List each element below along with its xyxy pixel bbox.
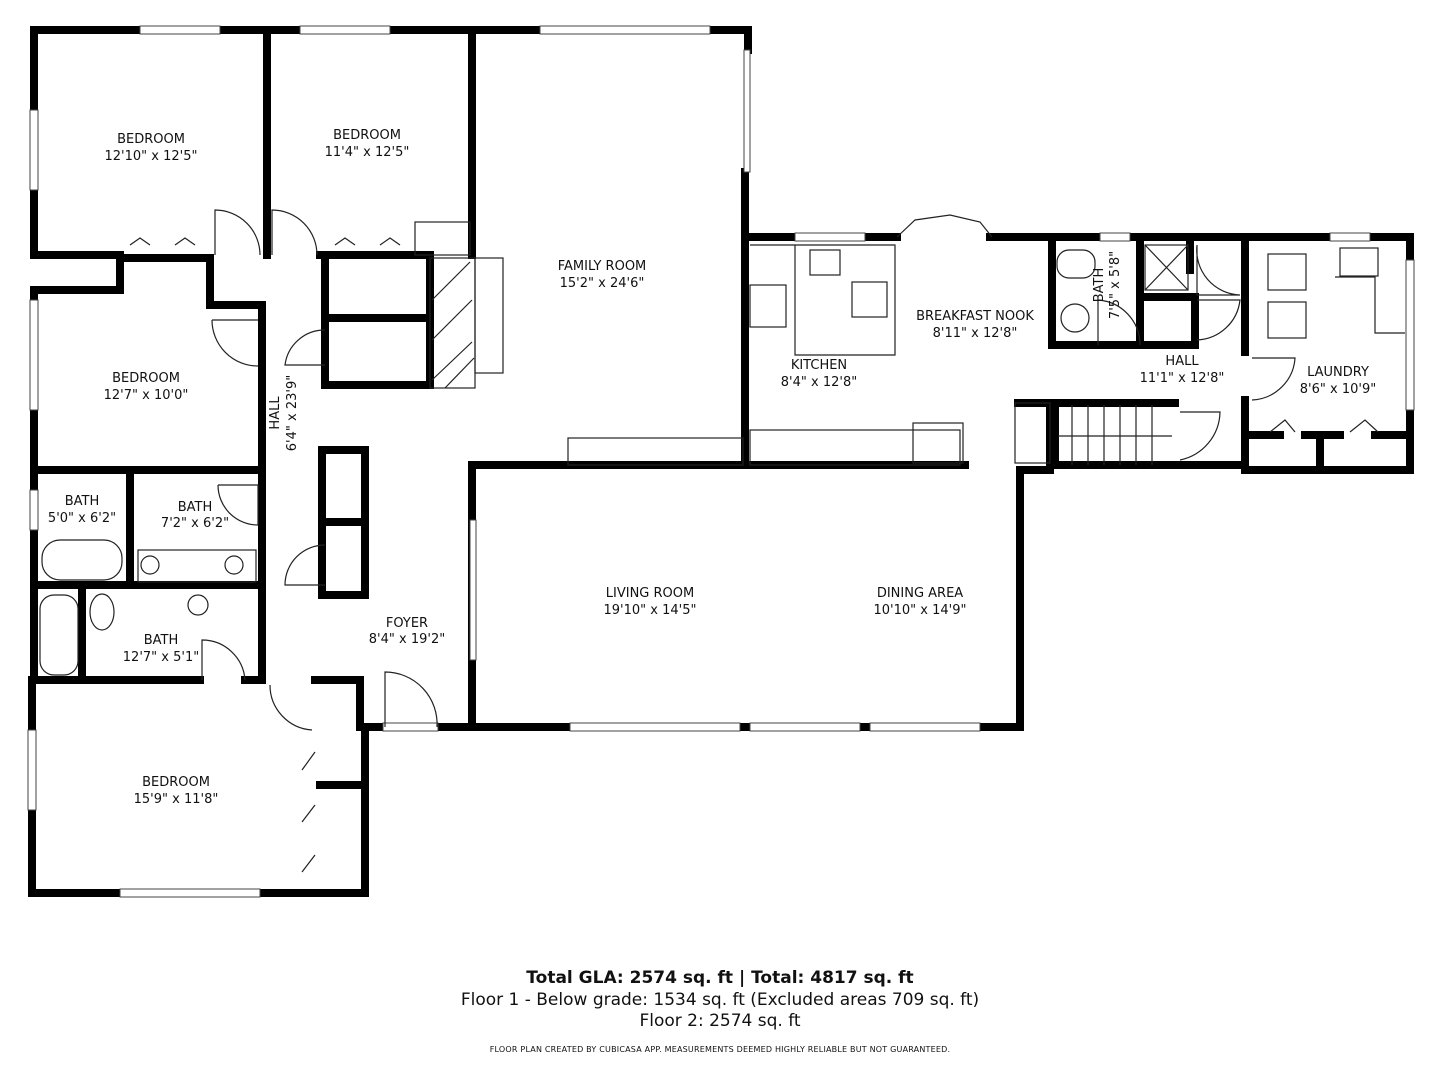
room-breakfast-nook: BREAKFAST NOOK 8'11" x 12'8" <box>916 309 1034 341</box>
disclaimer: FLOOR PLAN CREATED BY CUBICASA APP. MEAS… <box>489 1045 951 1054</box>
room-living-room: LIVING ROOM 19'10" x 14'5" <box>604 586 697 618</box>
room-hall-2: HALL 11'1" x 12'8" <box>1140 354 1225 386</box>
room-dining-area: DINING AREA 10'10" x 14'9" <box>874 586 967 618</box>
svg-text:FOYER: FOYER <box>386 616 428 631</box>
svg-text:BEDROOM: BEDROOM <box>333 128 401 143</box>
svg-text:BEDROOM: BEDROOM <box>117 132 185 147</box>
svg-text:KITCHEN: KITCHEN <box>791 358 847 373</box>
svg-text:FAMILY ROOM: FAMILY ROOM <box>558 259 647 274</box>
svg-text:12'7" x 5'1": 12'7" x 5'1" <box>123 650 199 665</box>
room-bedroom-4: BEDROOM 15'9" x 11'8" <box>134 775 219 807</box>
svg-text:8'4" x 12'8": 8'4" x 12'8" <box>781 375 857 390</box>
svg-text:BATH: BATH <box>65 494 100 509</box>
room-laundry: LAUNDRY 8'6" x 10'9" <box>1300 365 1376 397</box>
svg-text:7'2" x 6'2": 7'2" x 6'2" <box>161 516 229 531</box>
floor-1-area: Floor 1 - Below grade: 1534 sq. ft (Excl… <box>460 990 980 1010</box>
svg-text:LAUNDRY: LAUNDRY <box>1307 365 1369 380</box>
room-bedroom-3: BEDROOM 12'7" x 10'0" <box>104 371 189 403</box>
room-bedroom-2: BEDROOM 11'4" x 12'5" <box>325 128 410 160</box>
svg-text:BEDROOM: BEDROOM <box>112 371 180 386</box>
svg-text:BREAKFAST NOOK: BREAKFAST NOOK <box>916 309 1034 324</box>
svg-text:8'11" x 12'8": 8'11" x 12'8" <box>933 326 1018 341</box>
svg-text:12'10" x 12'5": 12'10" x 12'5" <box>105 149 198 164</box>
doors <box>129 209 1379 873</box>
svg-text:11'1" x 12'8": 11'1" x 12'8" <box>1140 371 1225 386</box>
svg-text:19'10" x 14'5": 19'10" x 14'5" <box>604 603 697 618</box>
svg-text:BEDROOM: BEDROOM <box>142 775 210 790</box>
svg-text:15'2" x 24'6": 15'2" x 24'6" <box>560 276 645 291</box>
room-bath-lower: BATH 12'7" x 5'1" <box>123 633 199 665</box>
svg-text:7'5" x 5'8": 7'5" x 5'8" <box>1108 251 1123 319</box>
stairs <box>1058 405 1172 465</box>
svg-text:15'9" x 11'8": 15'9" x 11'8" <box>134 792 219 807</box>
room-family-room: FAMILY ROOM 15'2" x 24'6" <box>558 259 647 291</box>
svg-text:LIVING ROOM: LIVING ROOM <box>606 586 694 601</box>
room-bath-small: BATH 5'0" x 6'2" <box>48 494 116 526</box>
windows <box>27 25 1415 898</box>
svg-text:5'0" x 6'2": 5'0" x 6'2" <box>48 511 116 526</box>
fixtures <box>39 221 1405 676</box>
bay-window <box>896 214 993 238</box>
svg-text:HALL: HALL <box>1165 354 1199 369</box>
svg-text:10'10" x 14'9": 10'10" x 14'9" <box>874 603 967 618</box>
svg-text:HALL: HALL <box>268 396 283 430</box>
total-area: Total GLA: 2574 sq. ft | Total: 4817 sq.… <box>526 968 914 988</box>
svg-text:11'4" x 12'5": 11'4" x 12'5" <box>325 145 410 160</box>
svg-text:BATH: BATH <box>178 500 213 515</box>
svg-text:BATH: BATH <box>1092 268 1107 303</box>
floor-2-area: Floor 2: 2574 sq. ft <box>639 1011 801 1031</box>
room-bedroom-1: BEDROOM 12'10" x 12'5" <box>105 132 198 164</box>
svg-text:8'6" x 10'9": 8'6" x 10'9" <box>1300 382 1376 397</box>
svg-text:8'4" x 19'2": 8'4" x 19'2" <box>369 632 445 647</box>
svg-text:12'7" x 10'0": 12'7" x 10'0" <box>104 388 189 403</box>
fireplace <box>429 257 504 389</box>
svg-text:BATH: BATH <box>144 633 179 648</box>
svg-text:6'4" x 23'9": 6'4" x 23'9" <box>285 375 300 451</box>
svg-text:DINING AREA: DINING AREA <box>877 586 963 601</box>
room-kitchen: KITCHEN 8'4" x 12'8" <box>781 358 857 390</box>
